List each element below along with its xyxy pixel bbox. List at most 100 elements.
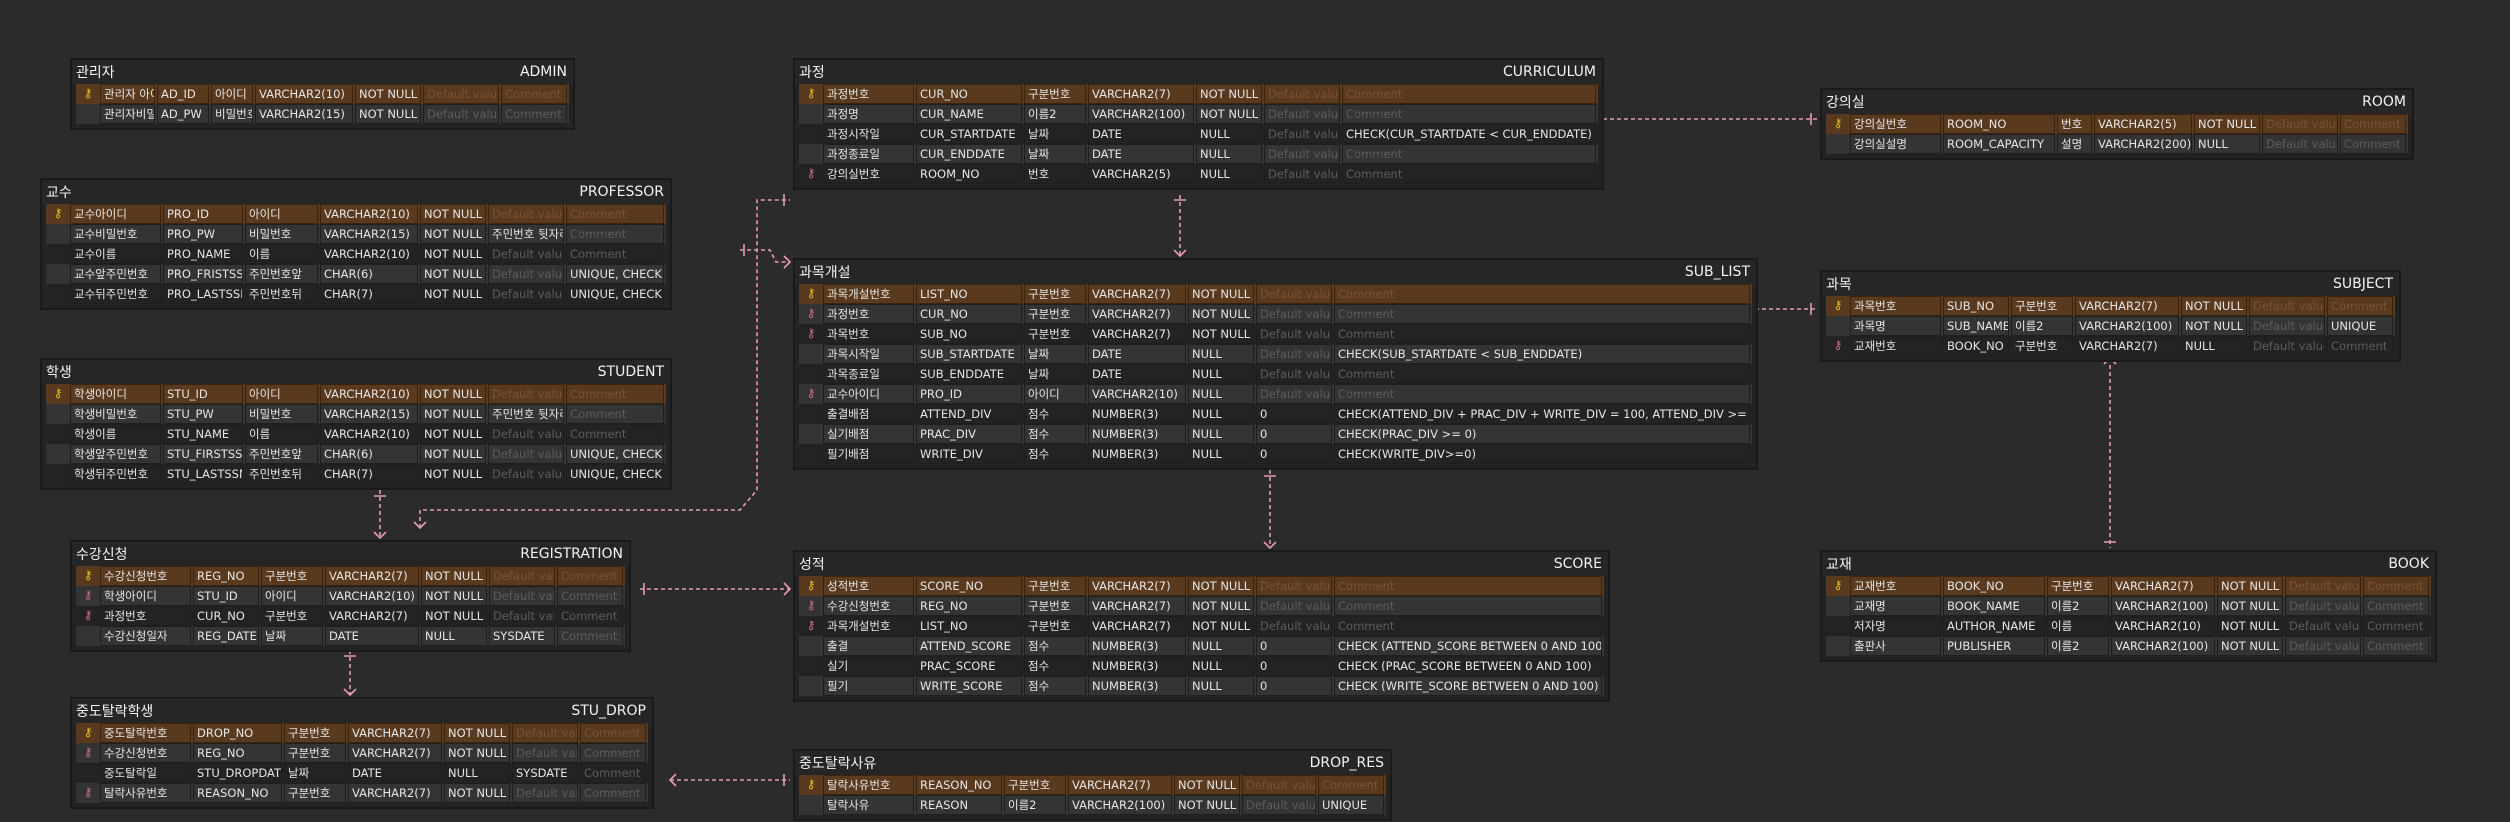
attribute-type: VARCHAR2(100): [2111, 596, 2215, 616]
attribute-comment: Comment: [580, 743, 646, 763]
attribute-comment: CHECK(PRAC_DIV >= 0): [1334, 424, 1750, 444]
attribute-default: Default value: [512, 783, 578, 803]
attribute-physical: CUR_STARTDATE: [916, 124, 1022, 144]
attribute-domain: 구분번호: [1004, 775, 1066, 795]
attribute-null: NOT NULL: [421, 606, 487, 626]
attribute-type: VARCHAR2(10): [320, 244, 418, 264]
attribute-physical: AUTHOR_NAME: [1943, 616, 2045, 636]
attribute-default: Default value: [2262, 114, 2338, 134]
attribute-logical: 수강신청번호: [100, 743, 191, 763]
link-marker: [1579, 112, 1812, 126]
attribute-logical: 수강신청일자: [100, 626, 191, 646]
attribute-default: Default value: [2249, 296, 2325, 316]
attribute-comment: Comment: [501, 104, 567, 124]
attribute-physical: SCORE_NO: [916, 576, 1022, 596]
attribute-type: VARCHAR2(5): [2094, 114, 2192, 134]
attribute-physical: DROP_NO: [193, 723, 282, 743]
attribute-domain: 구분번호: [284, 743, 346, 763]
attribute-logical: 교수앞주민번호: [70, 264, 161, 284]
attribute-comment: UNIQUE: [2327, 316, 2393, 336]
attribute-null: NOT NULL: [2181, 316, 2247, 336]
attribute-icon-slot: [799, 144, 823, 164]
attribute-logical: 과정번호: [100, 606, 191, 626]
primary-key-icon: ⚷: [83, 568, 93, 582]
